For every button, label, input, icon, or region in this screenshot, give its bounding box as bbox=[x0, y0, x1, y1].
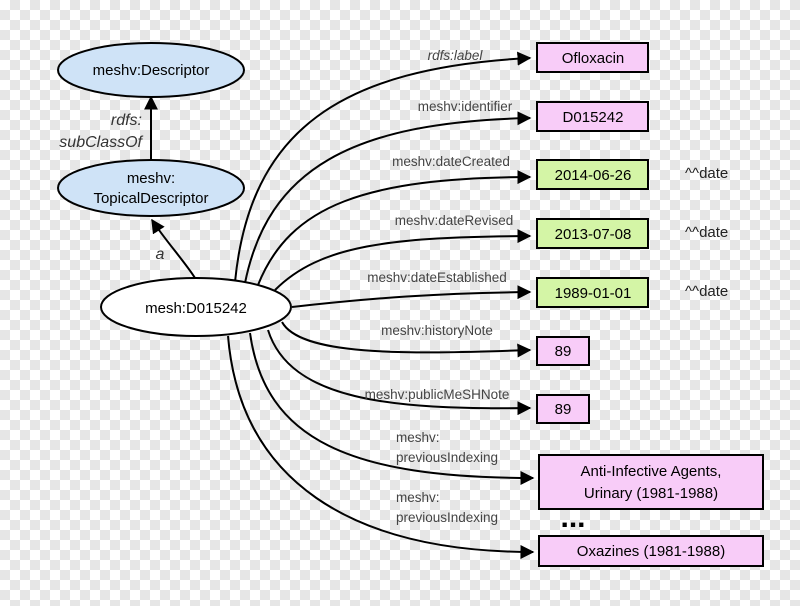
edge-label-prev-indexing-2: meshv: bbox=[396, 490, 440, 505]
svg-text:Ofloxacin: Ofloxacin bbox=[562, 50, 625, 67]
svg-text:89: 89 bbox=[555, 401, 572, 418]
literal-date-revised[interactable]: 2013-07-08 bbox=[536, 218, 649, 249]
literal-prev-indexing-1[interactable]: Anti-Infective Agents, Urinary (1981-198… bbox=[538, 454, 764, 510]
datatype-revised: ^^date bbox=[685, 224, 728, 241]
svg-text:2014-06-26: 2014-06-26 bbox=[555, 167, 632, 184]
literal-date-created[interactable]: 2014-06-26 bbox=[536, 159, 649, 190]
svg-text:TopicalDescriptor: TopicalDescriptor bbox=[93, 190, 208, 207]
svg-text:D015242: D015242 bbox=[563, 109, 624, 126]
edge-history-note bbox=[281, 321, 532, 358]
svg-text:89: 89 bbox=[555, 343, 572, 360]
svg-text:mesh:D015242: mesh:D015242 bbox=[145, 300, 247, 317]
edge-prev-indexing-2 bbox=[227, 335, 535, 559]
edge-label-date-established: meshv:dateEstablished bbox=[367, 270, 507, 285]
edges bbox=[144, 51, 535, 559]
edge-date-created bbox=[257, 170, 532, 286]
svg-text:2013-07-08: 2013-07-08 bbox=[555, 226, 632, 243]
edge-identifier bbox=[244, 111, 532, 284]
svg-text:Oxazines (1981-1988): Oxazines (1981-1988) bbox=[577, 543, 725, 560]
edge-label-date-created: meshv:dateCreated bbox=[392, 154, 510, 169]
edge-date-revised bbox=[274, 229, 532, 291]
literal-history-note[interactable]: 89 bbox=[536, 336, 590, 366]
svg-text:Anti-Infective Agents,: Anti-Infective Agents, bbox=[581, 463, 722, 480]
literal-public-note[interactable]: 89 bbox=[536, 394, 590, 424]
edge-label-type: a bbox=[156, 246, 165, 263]
class-node-descriptor[interactable]: meshv:Descriptor bbox=[57, 42, 245, 98]
edge-labels: rdfs: subClassOf a rdfs:label meshv:iden… bbox=[59, 48, 513, 525]
edge-label-identifier: meshv:identifier bbox=[418, 99, 513, 114]
datatype-created: ^^date bbox=[685, 165, 728, 182]
edge-label-date-revised: meshv:dateRevised bbox=[395, 213, 514, 228]
edge-date-established bbox=[291, 285, 532, 308]
svg-text:meshv:: meshv: bbox=[127, 170, 175, 187]
ellipsis: ... bbox=[560, 501, 585, 534]
edge-label-history-note: meshv:historyNote bbox=[381, 323, 493, 338]
svg-text:1989-01-01: 1989-01-01 bbox=[555, 285, 632, 302]
edge-label-subclass-2: subClassOf bbox=[59, 134, 143, 151]
class-node-topical-descriptor[interactable]: meshv: TopicalDescriptor bbox=[57, 159, 245, 217]
edge-type-a bbox=[151, 218, 196, 279]
edge-prev-indexing-1 bbox=[249, 332, 535, 485]
edge-label-prev-indexing-2b: previousIndexing bbox=[396, 510, 498, 525]
literal-identifier[interactable]: D015242 bbox=[536, 101, 649, 132]
svg-text:meshv:Descriptor: meshv:Descriptor bbox=[93, 62, 210, 79]
datatype-established: ^^date bbox=[685, 283, 728, 300]
edge-label-prev-indexing-1b: previousIndexing bbox=[396, 450, 498, 465]
svg-text:Urinary (1981-1988): Urinary (1981-1988) bbox=[584, 485, 718, 502]
edge-label-prev-indexing-1: meshv: bbox=[396, 430, 440, 445]
edge-label-subclass: rdfs: bbox=[111, 112, 142, 129]
edge-label bbox=[234, 51, 532, 283]
literal-date-established[interactable]: 1989-01-01 bbox=[536, 277, 649, 308]
literal-label[interactable]: Ofloxacin bbox=[536, 42, 649, 73]
edge-label-rdfs-label: rdfs:label bbox=[428, 48, 484, 63]
subject-node[interactable]: mesh:D015242 bbox=[100, 277, 292, 337]
edge-label-public-note: meshv:publicMeSHNote bbox=[365, 387, 510, 402]
edge-public-note bbox=[267, 329, 532, 416]
literal-prev-indexing-2[interactable]: Oxazines (1981-1988) bbox=[538, 535, 764, 567]
